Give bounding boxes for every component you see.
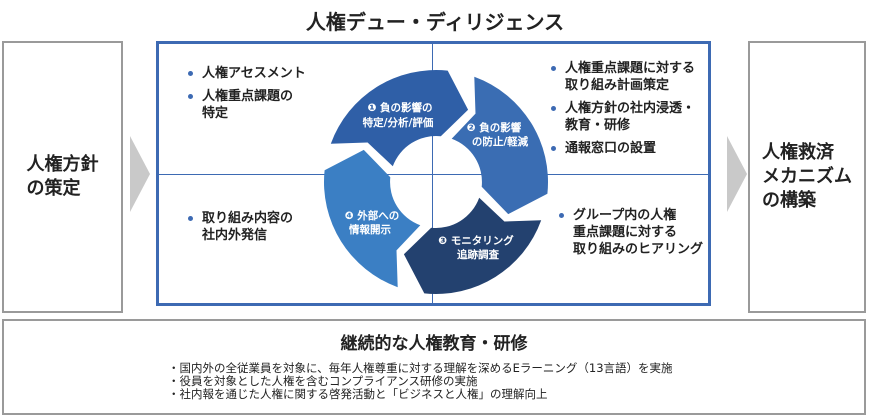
note-line: ・社内報を通じた人権に関する啓発活動と「ビジネスと人権」の理解向上 xyxy=(168,387,548,401)
education-title: 継続的な人権教育・研修 xyxy=(340,334,528,354)
list-item: 取り組み内容の 社内外発信 xyxy=(186,210,336,244)
remedy-label: 人権救済 メカニズム の構築 xyxy=(762,142,852,211)
list-item: 通報窓口の設置 xyxy=(549,140,709,157)
svg-text:特定/分析/評価: 特定/分析/評価 xyxy=(363,116,434,129)
svg-text:追跡調査: 追跡調査 xyxy=(457,248,499,261)
list-item: 人権重点課題の 特定 xyxy=(186,88,336,122)
list-item: 人権アセスメント xyxy=(186,65,336,82)
note-line: ・国内外の全従業員を対象に、毎年人権尊重に対する理解を深めるEラーニング（13言… xyxy=(168,361,673,375)
due-diligence-frame xyxy=(156,41,711,306)
svg-text:❹ 外部への: ❹ 外部への xyxy=(345,209,400,222)
cycle-arrow-step4 xyxy=(323,149,421,288)
policy-label: 人権方針 の策定 xyxy=(26,154,99,199)
svg-text:❷ 負の影響: ❷ 負の影響 xyxy=(467,121,522,134)
horizontal-divider xyxy=(158,174,709,175)
vertical-divider xyxy=(432,44,433,303)
policy-box: 人権方針 の策定 xyxy=(2,41,123,313)
svg-text:❸ モニタリング: ❸ モニタリング xyxy=(438,234,514,247)
cycle-arrow-step2 xyxy=(451,76,549,215)
step1-label: ❶ 負の影響の 特定/分析/評価 xyxy=(363,101,434,129)
step2-label: ❷ 負の影響 の防止/軽減 xyxy=(467,121,529,148)
page-title: 人権デュー・ディリジェンス xyxy=(305,10,565,34)
svg-text:❶ 負の影響の: ❶ 負の影響の xyxy=(367,101,432,114)
step3-label: ❸ モニタリング 追跡調査 xyxy=(438,234,514,261)
svg-text:情報開示: 情報開示 xyxy=(349,223,391,236)
svg-text:の防止/軽減: の防止/軽減 xyxy=(472,135,529,148)
step4-label: ❹ 外部への 情報開示 xyxy=(345,209,400,236)
left-chevron-icon xyxy=(130,136,150,212)
list-item: 人権重点課題に対する 取り組み計画策定 xyxy=(549,60,709,94)
right-chevron-icon xyxy=(727,136,747,212)
education-box xyxy=(2,319,866,415)
quadrant-top-right: 人権重点課題に対する 取り組み計画策定 人権方針の社内浸透・ 教育・研修 通報窓… xyxy=(549,60,709,163)
quadrant-top-left: 人権アセスメント 人権重点課題の 特定 xyxy=(186,65,336,128)
note-line: ・役員を対象とした人権を含むコンプライアンス研修の実施 xyxy=(168,374,478,388)
quadrant-bottom-left: 取り組み内容の 社内外発信 xyxy=(186,210,336,250)
list-item: グループ内の人権 重点課題に対する 取り組みのヒアリング xyxy=(557,207,707,258)
list-item: 人権方針の社内浸透・ 教育・研修 xyxy=(549,100,709,134)
cycle-arrow-step1 xyxy=(330,69,469,167)
cycle-arrow-step3 xyxy=(403,197,542,295)
cycle-diagram: ❶ 負の影響の 特定/分析/評価 ❷ 負の影響 の防止/軽減 ❸ モニタリング … xyxy=(323,69,549,295)
remedy-box: 人権救済 メカニズム の構築 xyxy=(748,41,866,313)
education-notes: ・国内外の全従業員を対象に、毎年人権尊重に対する理解を深めるEラーニング（13言… xyxy=(168,362,673,401)
quadrant-bottom-right: グループ内の人権 重点課題に対する 取り組みのヒアリング xyxy=(557,207,707,264)
